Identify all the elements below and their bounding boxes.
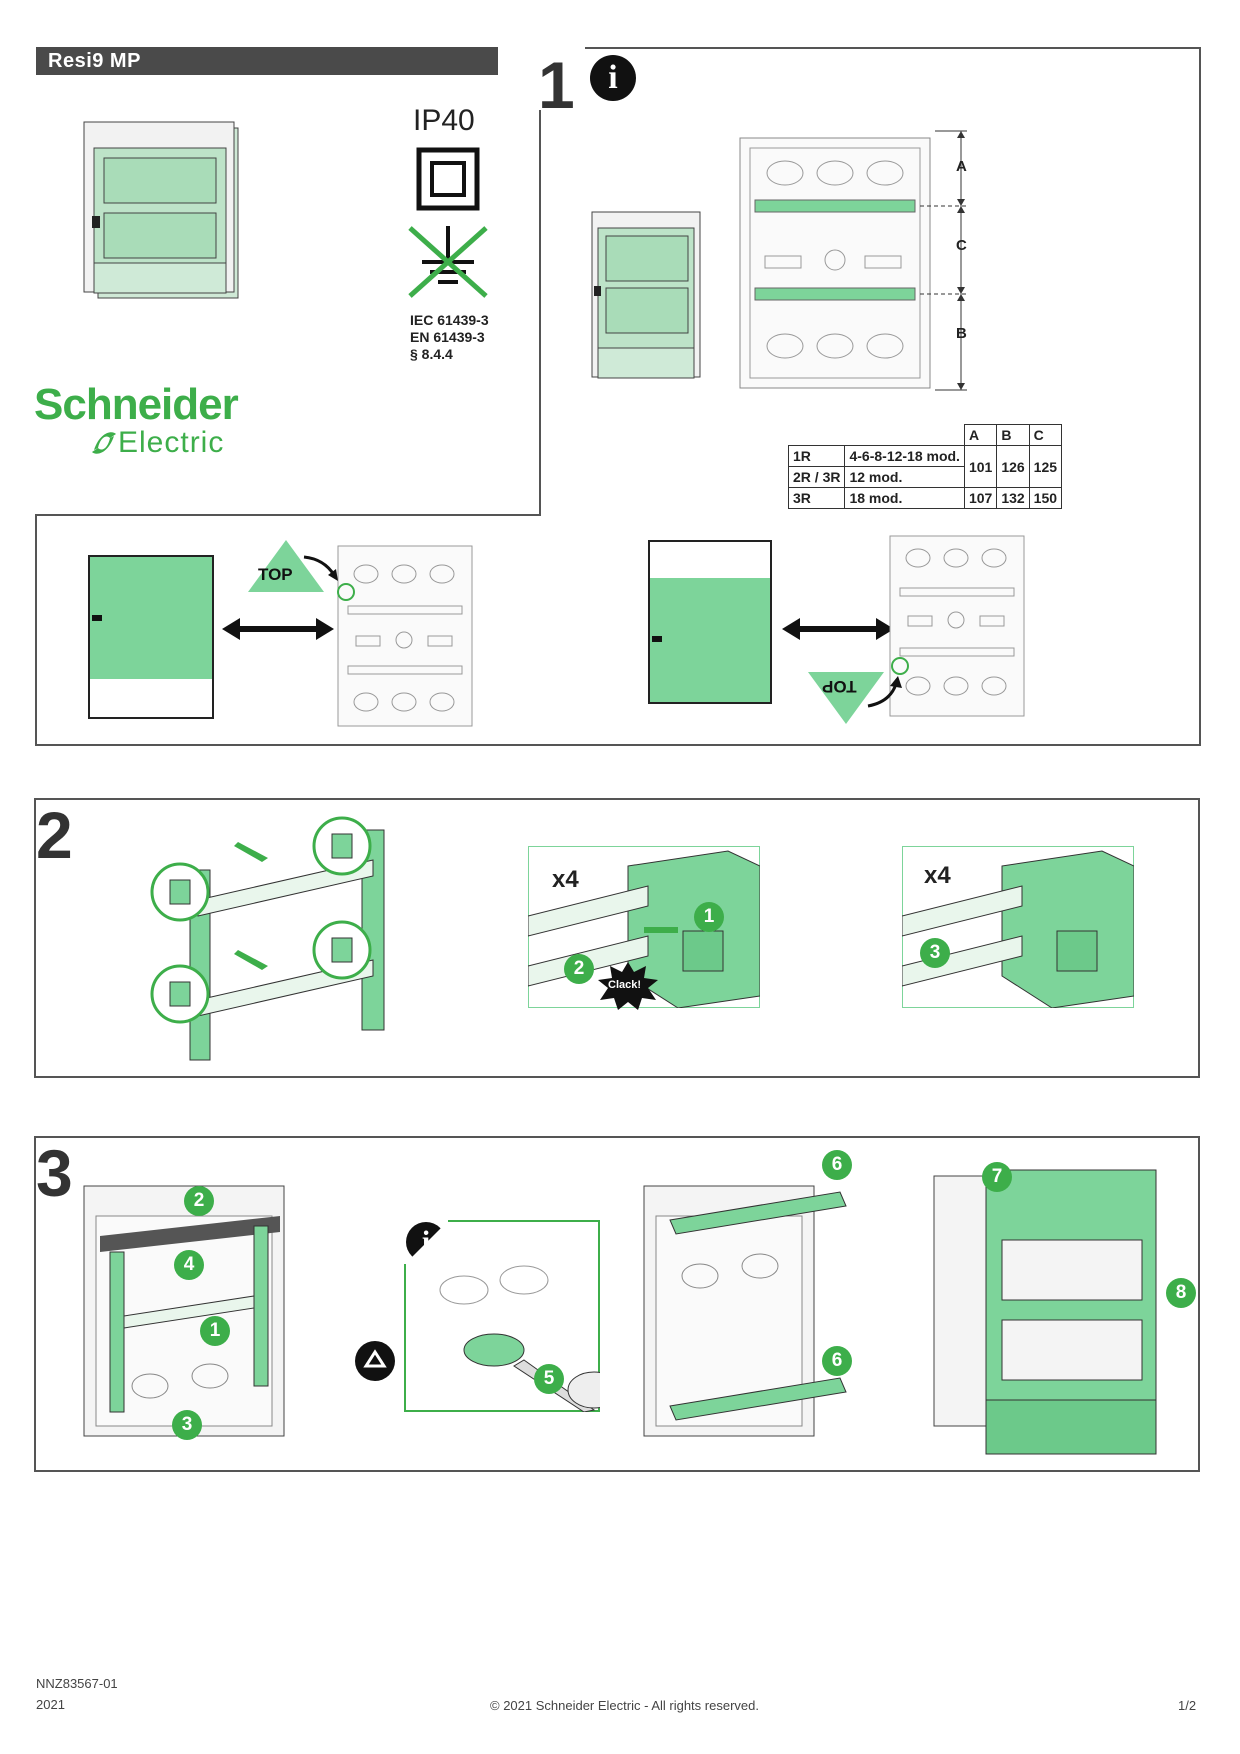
section-frames-top — [35, 47, 1201, 746]
schneider-logo: Schneider Electric — [34, 380, 239, 460]
document-title: Resi9 MP — [36, 47, 498, 75]
cell-c: 150 — [1028, 487, 1063, 509]
copyright: © 2021 Schneider Electric - All rights r… — [490, 1698, 759, 1713]
product-enclosure-illustration — [83, 121, 239, 299]
curved-arrow-icon — [867, 676, 902, 708]
callout-7: 7 — [982, 1162, 1012, 1192]
callout-2: 2 — [184, 1186, 214, 1216]
logo-wordmark-bottom: Electric — [118, 426, 225, 459]
curved-arrow-icon — [303, 555, 338, 581]
clack-burst-icon — [598, 962, 658, 1010]
step-3-frame — [34, 1136, 1200, 1472]
mounting-frame-dimension-drawing — [739, 130, 967, 391]
dimension-table: A B C 1R 4-6-8-12-18 mod. 101 126 125 2R… — [787, 424, 1063, 509]
dimension-label-c: C — [956, 237, 967, 254]
top-marker-triangle-flipped — [808, 672, 884, 724]
enclosure-install-illustration — [83, 1185, 285, 1437]
recycle-icon — [355, 1341, 395, 1381]
quantity-label: x4 — [924, 862, 951, 889]
callout-1: 1 — [694, 902, 724, 932]
double-arrow-icon — [222, 618, 334, 640]
row-modules: 18 mod. — [844, 487, 965, 509]
logo-mark-icon — [92, 432, 116, 454]
info-icon: i — [590, 55, 636, 101]
callout-4: 4 — [174, 1250, 204, 1280]
callout-2: 2 — [564, 954, 594, 984]
row-label: 1R — [787, 445, 846, 467]
top-label: TOP — [258, 565, 293, 584]
callout-1: 1 — [200, 1316, 230, 1346]
standards-list: IEC 61439-3 EN 61439-3 § 8.4.4 — [410, 312, 489, 363]
callout-6: 6 — [822, 1346, 852, 1376]
row-label: 3R — [787, 487, 846, 509]
cell-b: 132 — [996, 487, 1030, 509]
ip-rating: IP40 — [413, 104, 475, 137]
rail-clip-detail-2 — [902, 846, 1134, 1008]
top-label-flipped: TOP — [822, 677, 857, 696]
terminal-block-install-illustration — [643, 1185, 847, 1437]
clack-label: Clack! — [608, 979, 642, 991]
logo-wordmark-top: Schneider — [34, 380, 239, 429]
cell-c: 125 — [1028, 445, 1063, 488]
callout-3: 3 — [172, 1410, 202, 1440]
cell-b: 126 — [996, 445, 1030, 488]
callout-8: 8 — [1166, 1278, 1196, 1308]
col-header-c: C — [1028, 424, 1063, 446]
door-panel-right-illustration — [648, 540, 772, 704]
callout-5: 5 — [534, 1364, 564, 1394]
frame-orientation-left — [337, 545, 473, 727]
dimension-label-a: A — [956, 158, 967, 175]
double-insulation-icon — [416, 147, 480, 211]
top-marker-triangle — [248, 540, 324, 592]
quantity-label: x4 — [552, 866, 579, 893]
cell-a: 107 — [963, 487, 998, 509]
row-label: 2R / 3R — [787, 466, 846, 488]
no-earth-icon — [408, 226, 488, 298]
standard-en: EN 61439-3 — [410, 329, 485, 345]
doc-number: NNZ83567-01 — [36, 1676, 118, 1691]
dimension-label-b: B — [956, 325, 967, 342]
callout-6: 6 — [822, 1150, 852, 1180]
rail-assembly-illustration — [150, 816, 385, 1061]
step-number-3: 3 — [36, 1136, 73, 1210]
row-modules: 12 mod. — [844, 466, 965, 488]
double-arrow-icon — [782, 618, 894, 640]
enclosure-open-illustration — [591, 211, 701, 379]
row-modules: 4-6-8-12-18 mod. — [844, 445, 965, 467]
callout-3: 3 — [920, 938, 950, 968]
step-number-2: 2 — [36, 798, 73, 872]
step-2-frame — [34, 798, 1200, 1078]
door-panel-left-illustration — [88, 555, 214, 719]
doc-year: 2021 — [36, 1697, 65, 1712]
standard-clause: § 8.4.4 — [410, 346, 453, 362]
page-number: 1/2 — [1178, 1698, 1197, 1713]
frame-orientation-right — [889, 535, 1025, 717]
step-number-1: 1 — [538, 48, 575, 122]
cell-a: 101 — [963, 445, 998, 488]
front-cover-install-illustration — [933, 1169, 1157, 1455]
knockout-removal-detail — [404, 1220, 600, 1412]
col-header-b: B — [996, 424, 1030, 446]
standard-iec: IEC 61439-3 — [410, 312, 489, 328]
col-header-a: A — [963, 424, 998, 446]
